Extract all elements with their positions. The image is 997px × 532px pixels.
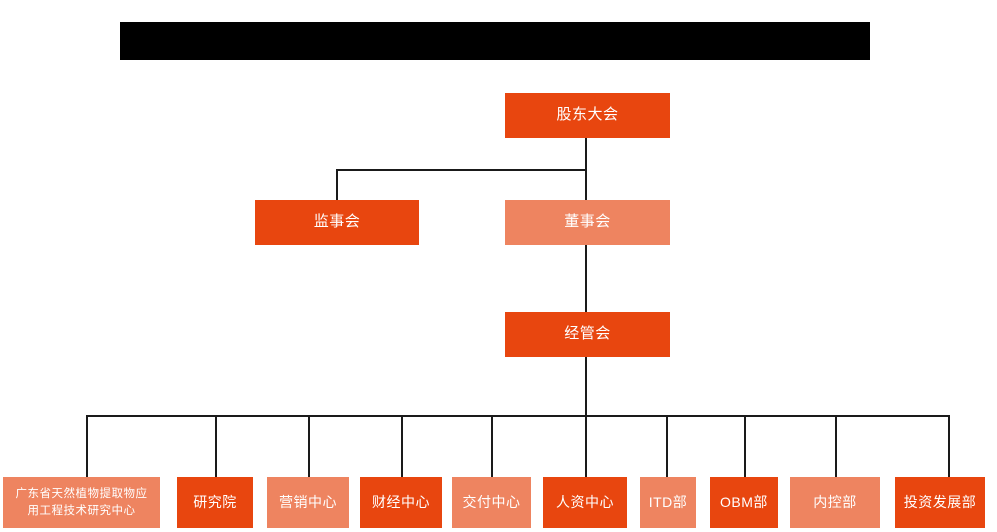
connector-departments-bus — [86, 415, 950, 417]
node-label: OBM部 — [720, 493, 768, 510]
node-label-line1: 广东省天然植物提取物应 — [15, 487, 148, 500]
connector-to-engineering-research-center — [86, 415, 88, 477]
node-management-committee[interactable]: 经管会 — [505, 312, 670, 357]
connector-to-investment-development-department — [948, 415, 950, 477]
node-label: 营销中心 — [279, 493, 337, 510]
node-board-of-supervisors[interactable]: 监事会 — [255, 200, 419, 245]
connector-to-internal-control-department — [835, 415, 837, 477]
node-research-institute[interactable]: 研究院 — [177, 477, 253, 528]
node-label: 股东大会 — [556, 106, 619, 124]
connector-directors-to-management — [585, 244, 587, 312]
node-label: 研究院 — [193, 493, 237, 510]
connector-to-delivery-center — [491, 415, 493, 477]
connector-to-supervisors — [336, 169, 338, 201]
node-label: 投资发展部 — [903, 493, 977, 510]
node-label: 经管会 — [564, 325, 611, 343]
connector-to-human-resources-center — [585, 415, 587, 477]
redacted-title-bar — [120, 22, 870, 60]
node-obm-department[interactable]: OBM部 — [710, 477, 778, 528]
node-human-resources-center[interactable]: 人资中心 — [543, 477, 627, 528]
connector-to-obm-department — [744, 415, 746, 477]
node-label: ITD部 — [648, 493, 688, 510]
node-internal-control-department[interactable]: 内控部 — [790, 477, 880, 528]
node-label: 人资中心 — [556, 493, 614, 510]
node-investment-development-department[interactable]: 投资发展部 — [895, 477, 985, 528]
node-label: 监事会 — [313, 213, 361, 231]
node-finance-center[interactable]: 财经中心 — [360, 477, 442, 528]
node-itd-department[interactable]: ITD部 — [640, 477, 696, 528]
node-label: 内控部 — [813, 493, 857, 510]
node-engineering-research-center[interactable]: 广东省天然植物提取物应 用工程技术研究中心 — [3, 477, 160, 528]
connector-to-research-institute — [215, 415, 217, 477]
node-label: 交付中心 — [462, 493, 521, 510]
connector-to-marketing-center — [308, 415, 310, 477]
node-label: 财经中心 — [372, 493, 430, 510]
connector-shareholders-down — [585, 138, 587, 170]
connector-management-down — [585, 357, 587, 415]
node-label-line2: 用工程技术研究中心 — [27, 504, 136, 517]
node-board-of-directors[interactable]: 董事会 — [505, 200, 670, 245]
node-label: 董事会 — [564, 213, 611, 231]
node-label: 广东省天然植物提取物应 用工程技术研究中心 — [7, 486, 156, 519]
connector-to-directors — [585, 169, 587, 201]
connector-to-finance-center — [401, 415, 403, 477]
node-delivery-center[interactable]: 交付中心 — [452, 477, 531, 528]
connector-to-itd-department — [666, 415, 668, 477]
node-marketing-center[interactable]: 营销中心 — [267, 477, 349, 528]
connector-level2-bus — [336, 169, 586, 171]
node-shareholders-meeting[interactable]: 股东大会 — [505, 93, 670, 138]
